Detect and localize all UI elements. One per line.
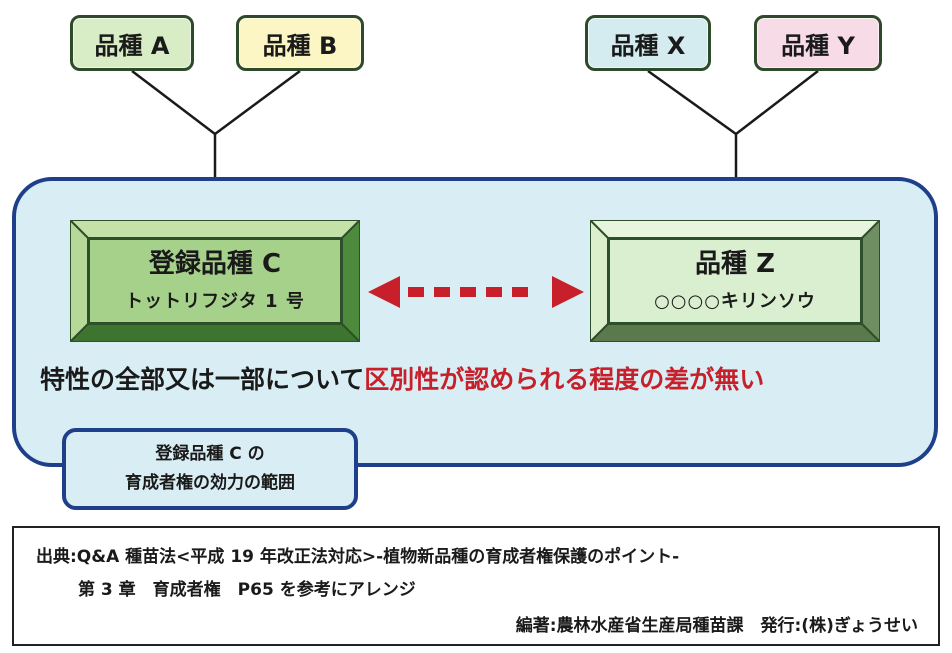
distinctness-statement: 特性の全部又は一部について区別性が認められる程度の差が無い [40, 360, 920, 396]
source-line-1: 出典:Q&A 種苗法<平成 19 年改正法対応>-植物新品種の育成者権保護のポイ… [36, 547, 680, 567]
variety-c-title: 登録品種 C [148, 249, 282, 280]
scope-line-1: 登録品種 C の [155, 444, 265, 465]
variety-z-name: ○○○○キリンソウ [654, 290, 816, 312]
parent-variety-b: 品種 B [236, 15, 364, 71]
variety-c-name: トットリフジタ 1 号 [125, 290, 305, 312]
scope-label-box: 登録品種 C の 育成者権の効力の範囲 [62, 428, 358, 510]
source-line-3: 編著:農林水産省生産局種苗課 発行:(株)ぎょうせい [515, 616, 918, 636]
variety-z-title: 品種 Z [695, 249, 775, 280]
line-b-to-merge [214, 69, 301, 136]
source-line-2: 第 3 章 育成者権 P65 を参考にアレンジ [78, 580, 416, 600]
bevel-frame-c [70, 220, 360, 342]
bevel-frame-z [590, 220, 880, 342]
statement-highlight: 区別性が認められる程度の差が無い [364, 365, 765, 394]
parent-variety-x: 品種 X [585, 15, 711, 71]
parent-variety-a: 品種 A [70, 15, 194, 71]
line-x-to-merge [647, 69, 737, 136]
line-a-to-merge [131, 70, 216, 135]
source-citation-box: 出典:Q&A 種苗法<平成 19 年改正法対応>-植物新品種の育成者権保護のポイ… [12, 526, 940, 646]
statement-prefix: 特性の全部又は一部について [40, 365, 365, 394]
line-y-to-merge [735, 70, 819, 135]
parent-variety-y: 品種 Y [754, 15, 882, 71]
comparison-double-arrow [368, 276, 584, 308]
registered-variety-c-box: 登録品種 C トットリフジタ 1 号 [70, 220, 360, 342]
scope-line-2: 育成者権の効力の範囲 [125, 473, 295, 493]
variety-z-box: 品種 Z ○○○○キリンソウ [590, 220, 880, 342]
